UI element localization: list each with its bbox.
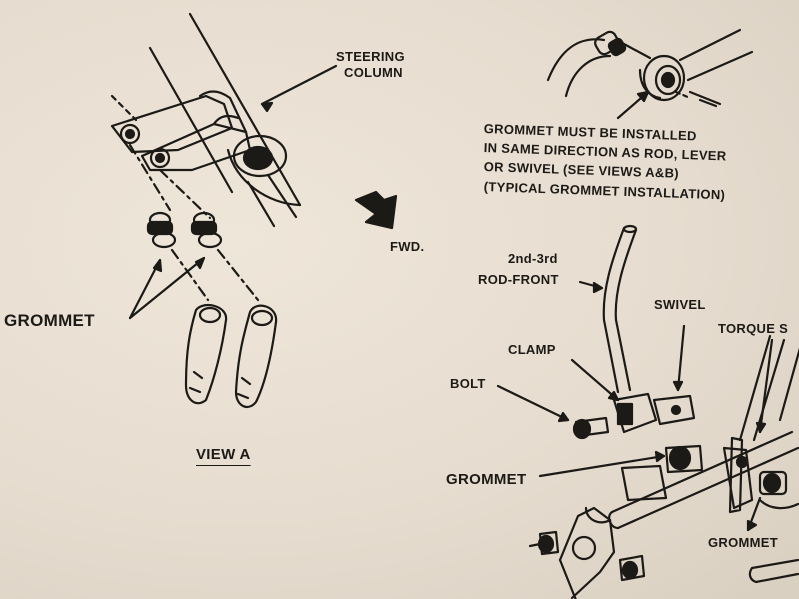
steering-column-leader bbox=[260, 64, 338, 113]
clamp-label: CLAMP bbox=[508, 342, 556, 357]
view-a-grommets bbox=[128, 211, 260, 320]
rod-label-line1: 2nd-3rd bbox=[508, 251, 558, 266]
lower-bracket bbox=[528, 506, 799, 599]
grommet-label-left: GROMMET bbox=[4, 311, 95, 330]
steering-column-label-line2: COLUMN bbox=[344, 65, 403, 80]
swivel-clamp-assembly bbox=[496, 324, 696, 440]
swivel-label: SWIVEL bbox=[654, 297, 706, 312]
rod-label-line2: ROD-FRONT bbox=[478, 272, 559, 287]
bolt-label: BOLT bbox=[450, 376, 486, 391]
grommet-label-center: GROMMET bbox=[446, 471, 527, 488]
torque-label: TORQUE S bbox=[718, 321, 789, 336]
rod-front bbox=[578, 224, 638, 394]
steering-column-label-line1: STEERING bbox=[336, 49, 405, 64]
grommet-detail bbox=[546, 28, 754, 120]
torque-shaft bbox=[538, 334, 799, 532]
steering-column-drawing bbox=[110, 12, 302, 228]
fwd-arrow bbox=[354, 190, 398, 230]
view-a-caption: VIEW A bbox=[196, 446, 251, 463]
fwd-label: FWD. bbox=[390, 239, 425, 254]
grommet-label-right: GROMMET bbox=[708, 535, 778, 550]
view-a-levers bbox=[184, 303, 278, 409]
